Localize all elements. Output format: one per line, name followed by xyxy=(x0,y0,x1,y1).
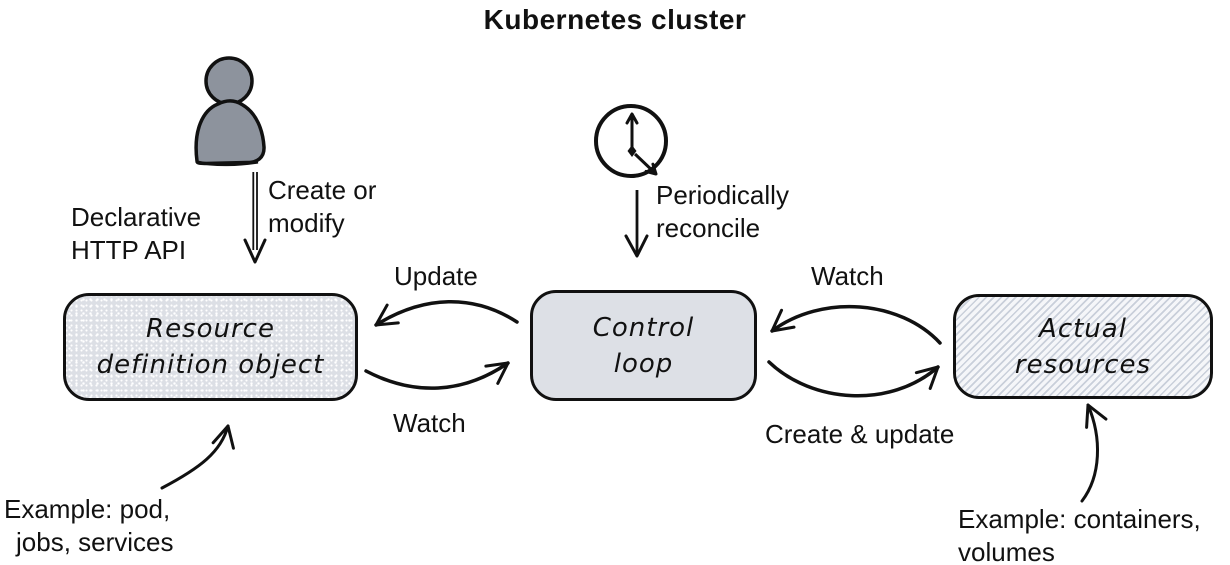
watch-right-arrow xyxy=(770,304,942,345)
node-control-loop: Control loop xyxy=(530,290,757,401)
annotation-example-right-line1: Example: containers, xyxy=(958,504,1201,534)
annotation-example-left-line2: jobs, services xyxy=(16,527,174,557)
node-resource-line1: Resource xyxy=(146,314,275,344)
node-actual-line2: resources xyxy=(1014,349,1152,380)
annotation-example-right: Example: containers, volumes xyxy=(958,503,1201,565)
label-update: Update xyxy=(394,261,478,291)
label-create-or-modify: Create or modify xyxy=(268,174,376,240)
create-update-arrow xyxy=(767,360,940,398)
node-control-line2: loop xyxy=(613,348,674,379)
example-right-arrow xyxy=(1080,403,1108,503)
label-declarative-http-api: Declarative HTTP API xyxy=(71,201,201,267)
example-left-arrow xyxy=(160,424,235,490)
label-declarative-line2: HTTP API xyxy=(71,235,187,265)
node-resource-definition-object: Resource definition object xyxy=(63,293,358,401)
watch-left-arrow xyxy=(364,361,510,390)
label-declarative-line1: Declarative xyxy=(71,202,202,232)
label-create-or-modify-line2: modify xyxy=(268,208,345,238)
annotation-example-right-line2: volumes xyxy=(958,537,1055,565)
node-actual-line1: Actual xyxy=(1039,313,1127,344)
annotation-example-left-line1: Example: pod, xyxy=(4,494,171,524)
node-resource-line2: definition object xyxy=(96,350,325,380)
create-modify-arrow xyxy=(243,172,267,264)
label-periodically-reconcile: Periodically reconcile xyxy=(656,179,789,245)
update-arrow xyxy=(374,300,519,327)
label-periodically-line1: Periodically xyxy=(656,180,789,210)
node-control-line1: Control xyxy=(592,312,695,343)
label-watch-left: Watch xyxy=(393,408,466,438)
clock-icon xyxy=(594,104,668,178)
user-icon xyxy=(194,56,266,167)
label-create-and-update: Create & update xyxy=(765,419,955,449)
annotation-example-left: Example: pod, jobs, services xyxy=(4,493,174,559)
label-watch-right: Watch xyxy=(811,261,884,291)
label-create-or-modify-line1: Create or xyxy=(268,175,377,205)
node-actual-resources: Actual resources xyxy=(953,294,1213,399)
label-periodically-line2: reconcile xyxy=(656,213,761,243)
diagram-title: Kubernetes cluster xyxy=(483,4,747,35)
